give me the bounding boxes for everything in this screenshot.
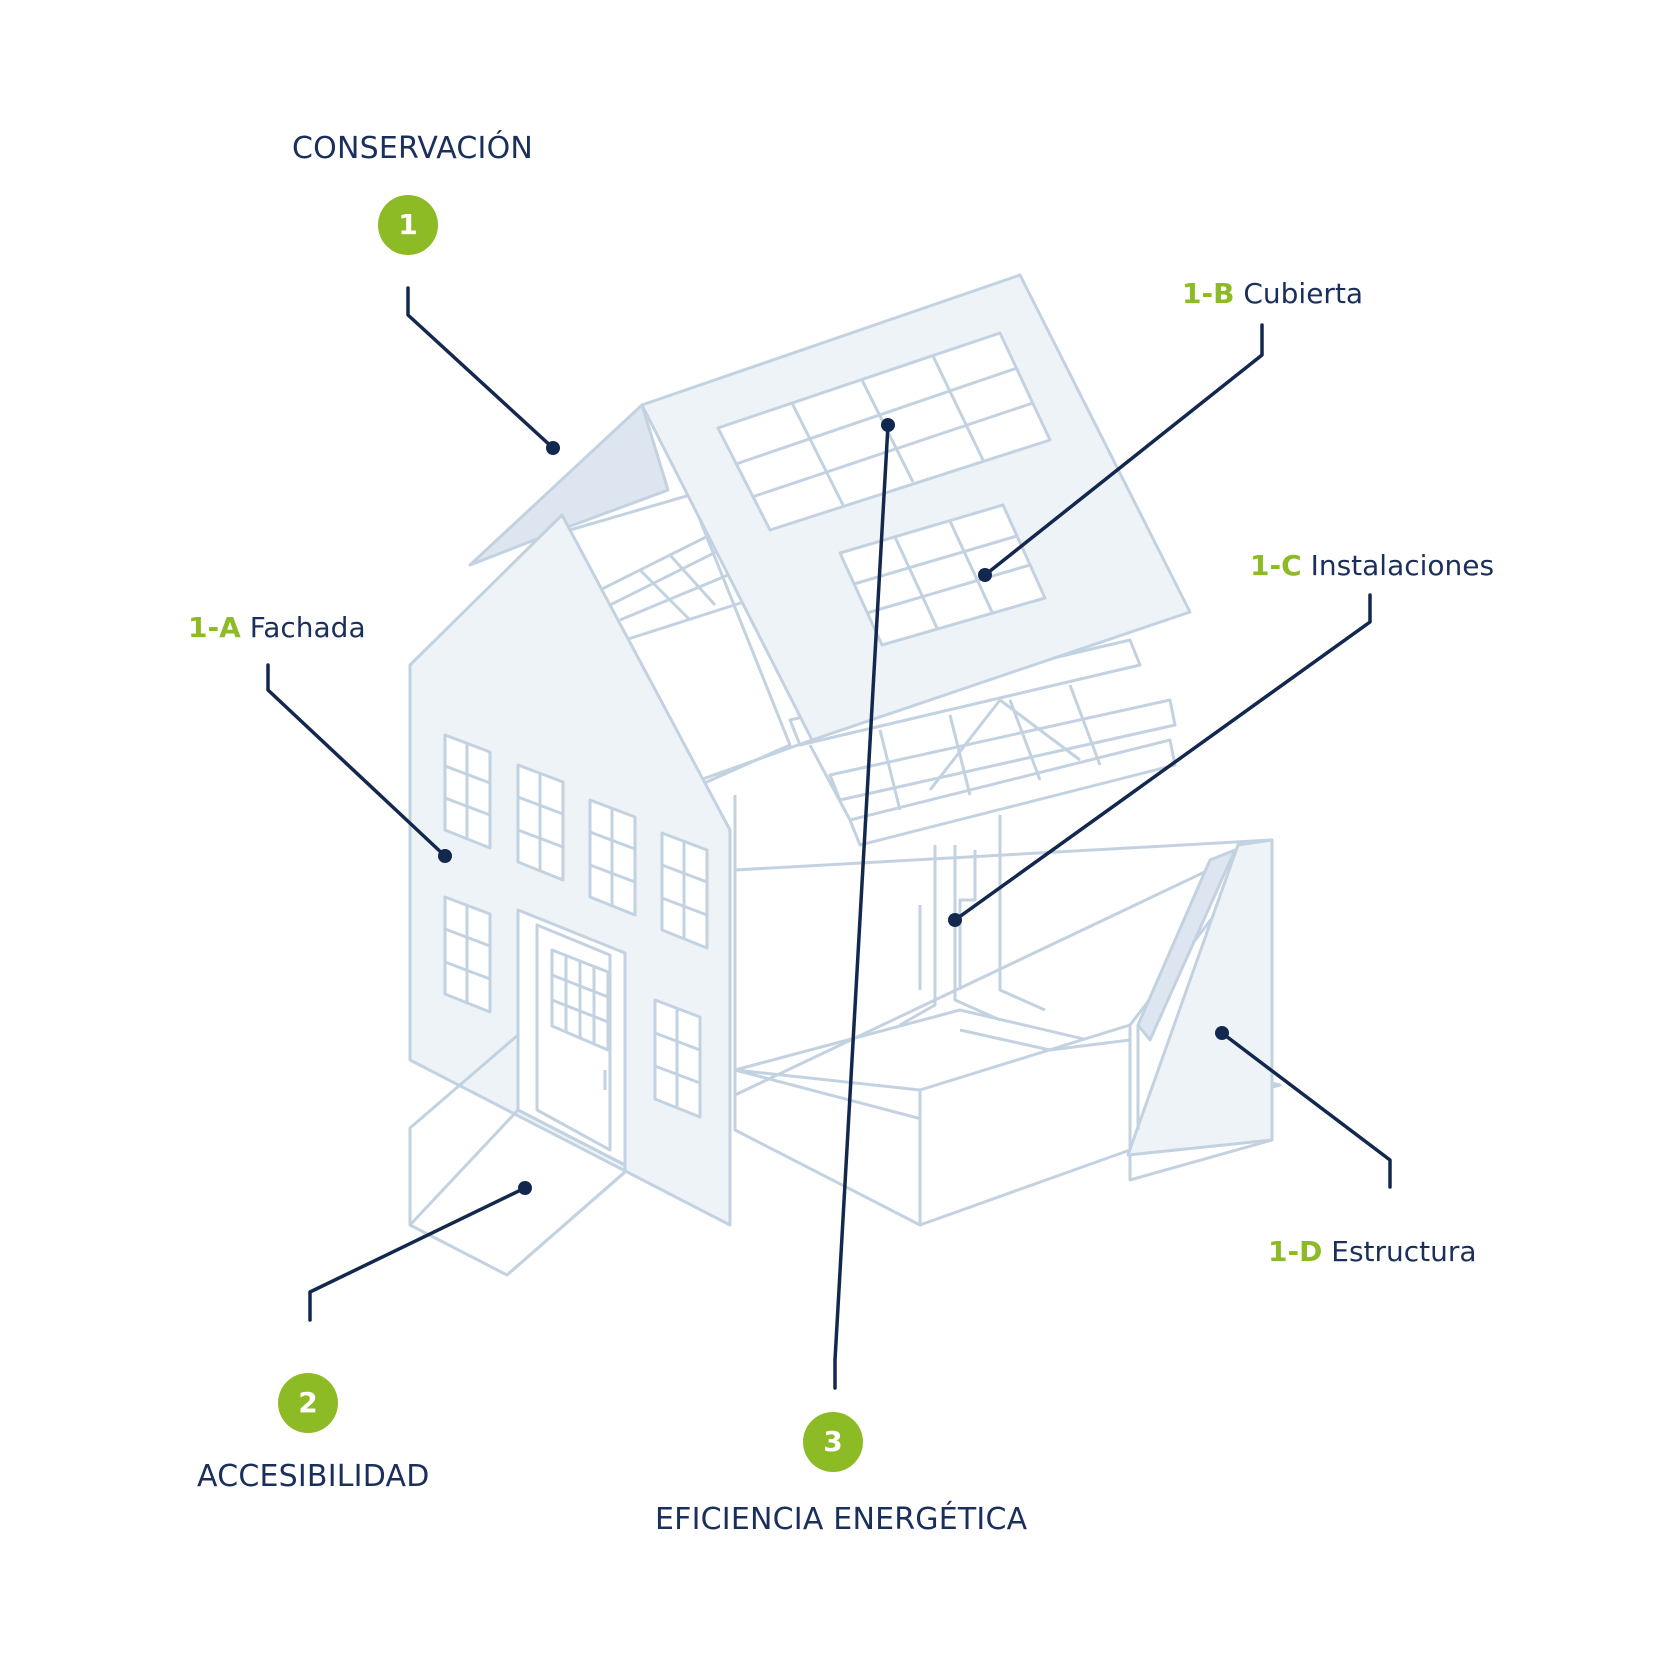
facade-front xyxy=(408,513,732,1227)
pipe-3 xyxy=(958,850,977,990)
accesibilidad-number-badge: 2 xyxy=(278,1373,338,1433)
truss-board-2 xyxy=(828,698,1177,802)
leader-accesibilidad xyxy=(308,1186,527,1322)
roof-window-lower-v1 xyxy=(893,536,939,629)
truss-rail-4 xyxy=(1008,699,1042,781)
truss-rail-1 xyxy=(808,744,852,821)
truss-board-3 xyxy=(848,738,1177,847)
truss-rail-3 xyxy=(948,714,972,796)
fachada-name: Fachada xyxy=(249,611,366,644)
attic-rafter-4 xyxy=(624,598,751,642)
ramp-edge-2 xyxy=(517,1108,626,1167)
leader-instalaciones xyxy=(953,593,1372,922)
roof-gable xyxy=(468,403,670,567)
pipe-6 xyxy=(959,1028,1131,1052)
roof-window-lower-v2 xyxy=(948,520,994,613)
estructura-code: 1-D xyxy=(1268,1235,1323,1268)
roof-window-upper-v3 xyxy=(931,355,985,461)
dot-cubierta xyxy=(978,568,992,582)
dot-conservacion xyxy=(546,441,560,455)
attic-rafter-5 xyxy=(638,568,692,622)
rear-room-top-edge xyxy=(734,1068,921,1092)
eficiencia-title: EFICIENCIA ENERGÉTICA xyxy=(655,1502,1028,1537)
pipe-4 xyxy=(998,815,1046,1012)
leader-cubierta xyxy=(983,323,1264,577)
structure-rail xyxy=(1136,848,1237,1042)
leader-eficiencia xyxy=(833,423,890,1390)
facade-windows xyxy=(443,733,709,1119)
attic-rafter-6 xyxy=(668,553,717,607)
cubierta-code: 1-B xyxy=(1182,277,1235,310)
leader-estructura xyxy=(1220,1031,1392,1189)
structure-panel xyxy=(1126,838,1274,1157)
cubierta-label: 1-B Cubierta xyxy=(1182,280,1363,308)
truss-rail-5 xyxy=(1068,684,1102,766)
eficiencia-number-badge: 3 xyxy=(803,1412,863,1472)
truss-brace-2 xyxy=(928,699,1002,791)
roof-panel xyxy=(640,273,1192,742)
dot-instalaciones xyxy=(948,913,962,927)
attic-rafter-3 xyxy=(619,568,741,622)
roof-window-lower xyxy=(838,503,1047,647)
rear-room-beam xyxy=(734,838,1273,872)
dot-accesibilidad xyxy=(518,1181,532,1195)
estructura-name: Estructura xyxy=(1331,1235,1477,1268)
pipe-2 xyxy=(953,845,1001,1022)
cubierta-name: Cubierta xyxy=(1243,277,1364,310)
house-illustration xyxy=(408,273,1282,1277)
instalaciones-name: Instalaciones xyxy=(1310,549,1495,582)
rear-room-beam-2 xyxy=(734,838,1273,1097)
leader-fachada xyxy=(266,663,447,858)
dot-estructura xyxy=(1215,1026,1229,1040)
attic-rafter-1 xyxy=(599,528,721,592)
door-panel xyxy=(535,923,612,1152)
fachada-label: 1-A Fachada xyxy=(188,614,366,642)
attic-rafter-2 xyxy=(609,543,731,607)
roof-window-upper-h2 xyxy=(751,401,1034,499)
roof-window-upper-v1 xyxy=(790,402,845,506)
ramp-box xyxy=(408,1033,627,1277)
fachada-code: 1-A xyxy=(188,611,241,644)
estructura-label: 1-D Estructura xyxy=(1268,1238,1477,1266)
leader-conservacion xyxy=(406,286,555,450)
conservacion-title: CONSERVACIÓN xyxy=(292,131,534,166)
instalaciones-label: 1-C Instalaciones xyxy=(1250,552,1494,580)
accesibilidad-title: ACCESIBILIDAD xyxy=(197,1459,430,1494)
roof-window-lower-h2 xyxy=(866,563,1031,615)
ramp-edge-3 xyxy=(506,1170,626,1277)
conservacion-number-badge: 1 xyxy=(378,195,438,255)
roof-window-upper-h1 xyxy=(735,366,1018,466)
ramp-edge-1 xyxy=(408,1108,520,1227)
leader-lines xyxy=(266,286,1392,1390)
instalaciones-code: 1-C xyxy=(1250,549,1302,582)
truss-brace-1 xyxy=(999,698,1081,762)
roof-support-left xyxy=(699,738,813,782)
pipe-1 xyxy=(899,845,937,1027)
dot-eficiencia xyxy=(881,418,895,432)
truss-rail-2 xyxy=(878,729,902,811)
dot-fachada xyxy=(438,849,452,863)
rear-room-left-wall xyxy=(733,795,922,1227)
